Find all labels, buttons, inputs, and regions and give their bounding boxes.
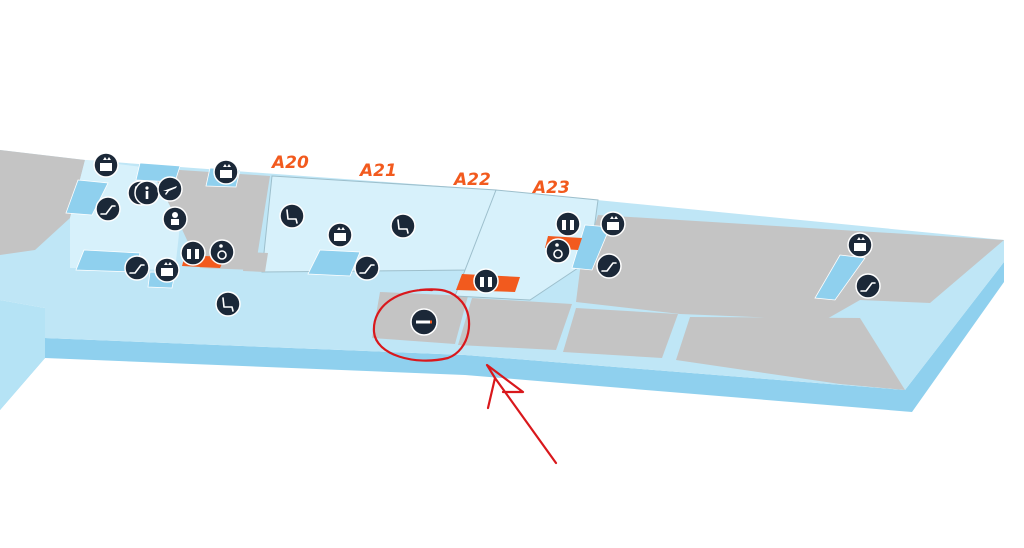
- restroom-icon[interactable]: [555, 211, 581, 237]
- grey-block-south-2: [458, 298, 572, 350]
- west-wing-edge: [0, 300, 45, 410]
- grey-block-south-4: [676, 317, 905, 390]
- accessible-restroom-icon[interactable]: [209, 239, 235, 265]
- escalator-icon[interactable]: [855, 273, 881, 299]
- elevator-icon[interactable]: [327, 222, 353, 248]
- smoking-area-icon[interactable]: [410, 308, 438, 336]
- restroom-icon[interactable]: [180, 240, 206, 266]
- escalator-icon[interactable]: [354, 255, 380, 281]
- seating-icon[interactable]: [279, 203, 305, 229]
- information-icon[interactable]: [134, 180, 160, 206]
- gate-label-a20: A20: [270, 153, 309, 173]
- red-circle: [372, 288, 471, 362]
- elevator-icon[interactable]: [93, 152, 119, 178]
- escalator-icon[interactable]: [124, 255, 150, 281]
- gate-label-a23: A23: [531, 178, 570, 198]
- escalator-icon[interactable]: [596, 253, 622, 279]
- gate-label-a22: A22: [452, 170, 491, 190]
- grey-block-east: [576, 215, 1004, 320]
- grey-block-south-3: [563, 308, 678, 358]
- red-arrow: [485, 363, 558, 465]
- concourse-edge: [0, 262, 1004, 412]
- accessible-restroom-icon[interactable]: [545, 238, 571, 264]
- gate-label-a21: A21: [358, 161, 397, 181]
- elevator-icon[interactable]: [600, 211, 626, 237]
- departures-icon[interactable]: [157, 176, 183, 202]
- elevator-icon[interactable]: [213, 159, 239, 185]
- restroom-icon[interactable]: [473, 268, 499, 294]
- gate-labels: A20 A21 A22 A23: [270, 153, 570, 198]
- seating-icon[interactable]: [390, 213, 416, 239]
- poi-icons: [93, 152, 881, 336]
- elevator-icon[interactable]: [154, 257, 180, 283]
- elevator-icon[interactable]: [847, 232, 873, 258]
- seating-icon[interactable]: [215, 291, 241, 317]
- security-icon[interactable]: [162, 206, 188, 232]
- grey-block-west: [0, 150, 85, 255]
- grey-notch: [243, 252, 268, 272]
- escalator-icon[interactable]: [95, 196, 121, 222]
- annotation: [372, 288, 558, 465]
